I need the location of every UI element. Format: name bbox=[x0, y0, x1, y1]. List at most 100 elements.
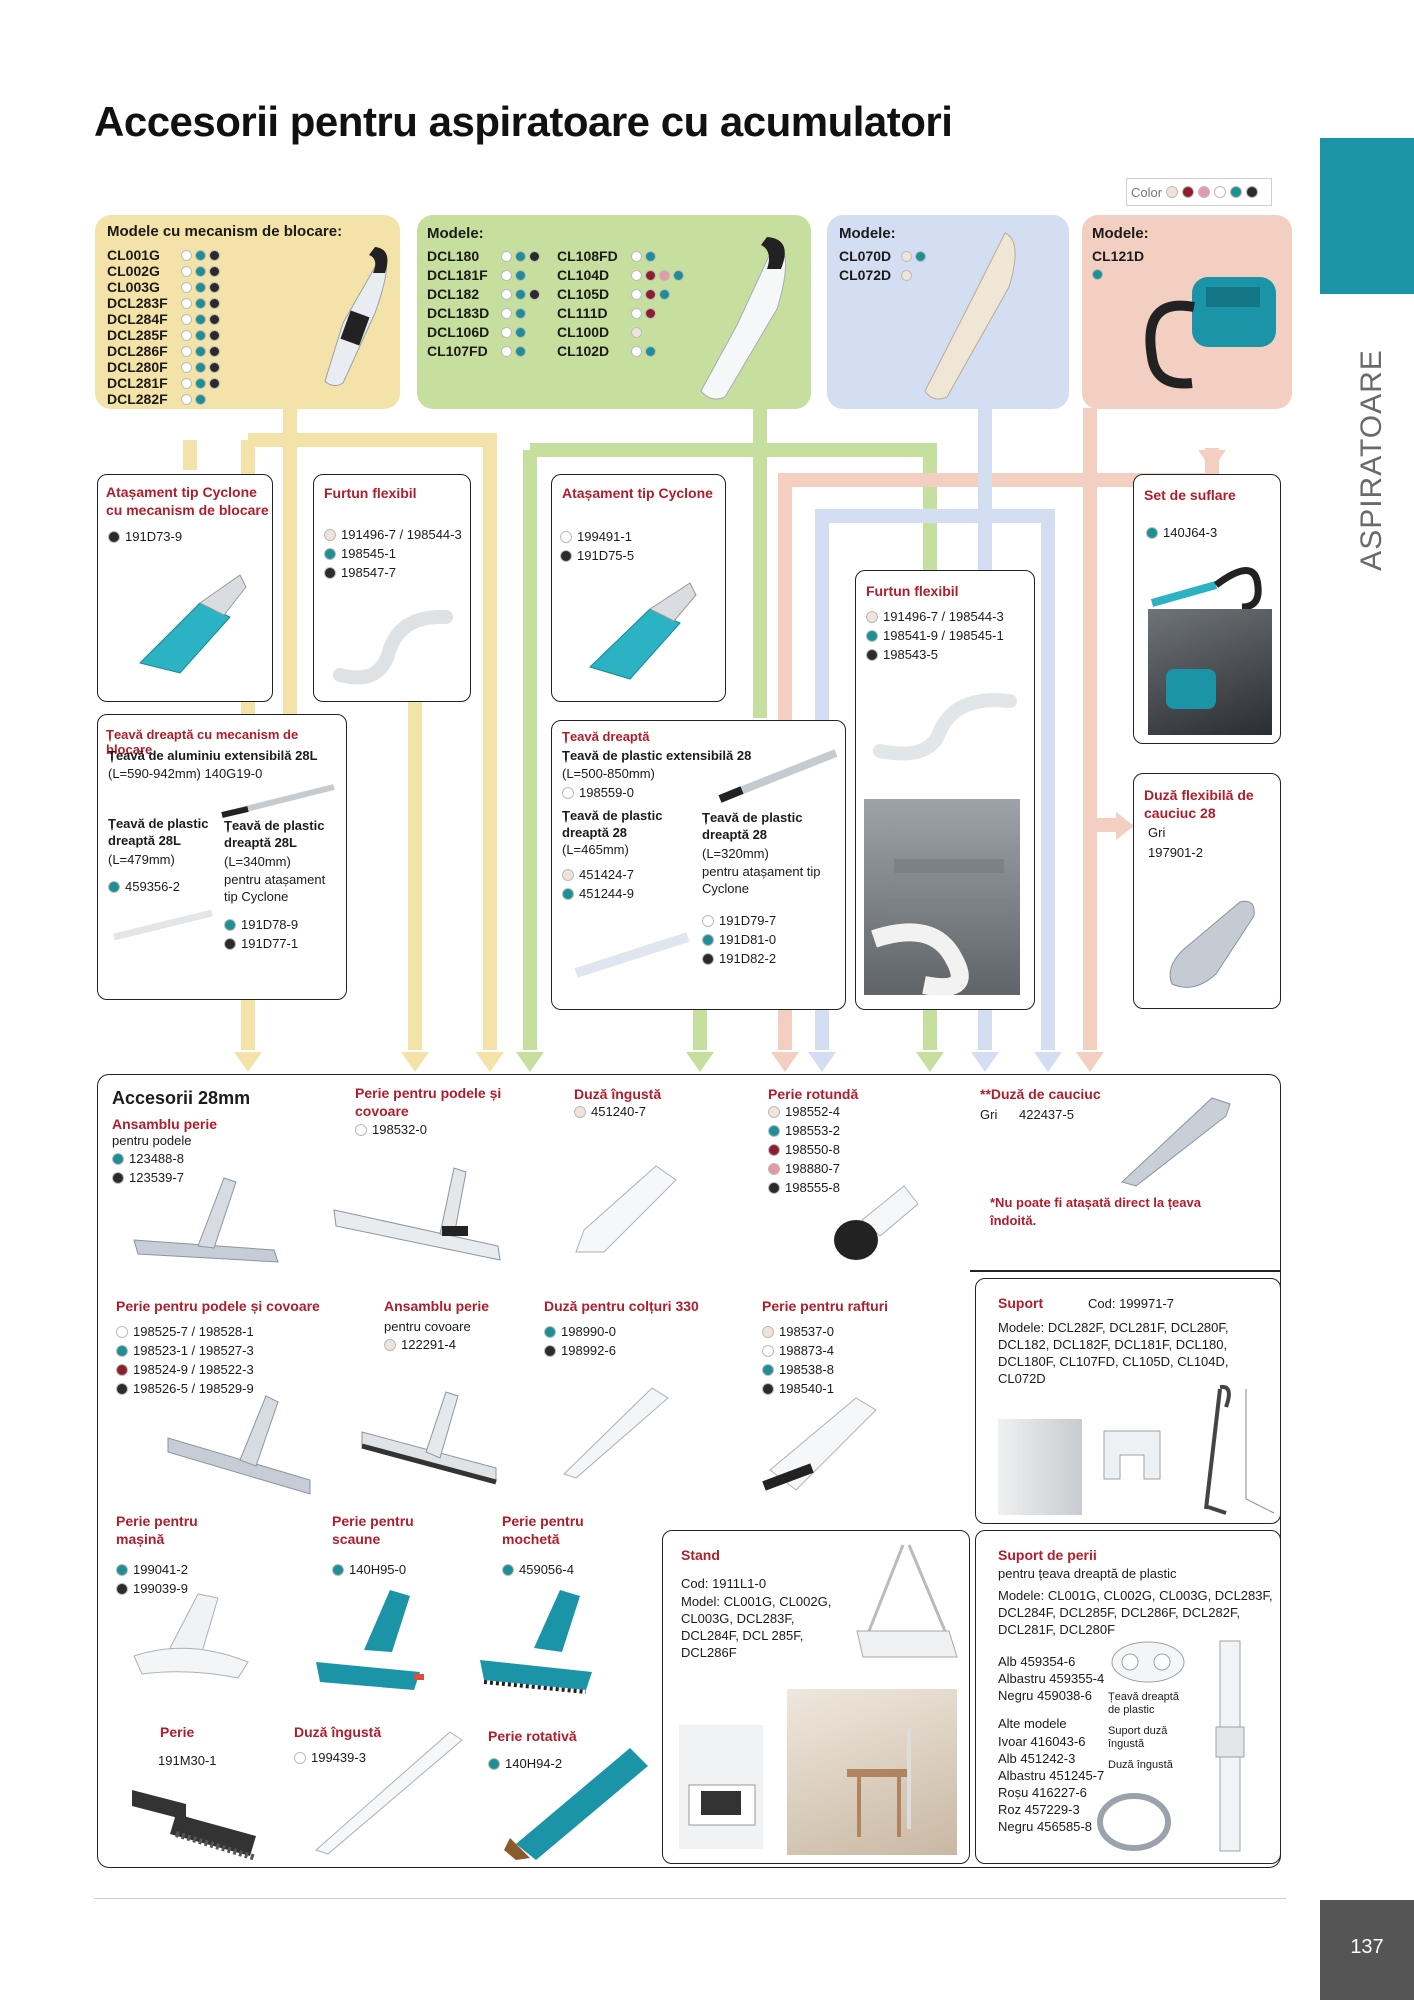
model-name: DCL283F bbox=[107, 295, 168, 311]
model-name: DCL280F bbox=[107, 359, 168, 375]
box-title: Duză flexibilă de cauciuc 28 bbox=[1144, 787, 1254, 821]
rotating-brush-image bbox=[504, 1748, 648, 1860]
shelf-brush-image bbox=[762, 1397, 877, 1491]
item-perie: Perie 191M30-1 bbox=[158, 1724, 217, 1768]
item-perie-podele: Perie pentru podele și covoare 198532-0 bbox=[355, 1085, 502, 1137]
model-name: DCL281F bbox=[107, 375, 168, 391]
color-swatch bbox=[1214, 186, 1227, 198]
item-name: Țeavă de plastic dreaptă 28 bbox=[702, 810, 803, 842]
page-number-box: 137 bbox=[1320, 1900, 1414, 2000]
models-panel-lock: Modele cu mecanism de blocare: CL001G CL… bbox=[95, 215, 400, 409]
model-name: CL108FD bbox=[557, 248, 618, 264]
item-duza-ingusta-2: Duză îngustă 199439-3 bbox=[294, 1724, 382, 1765]
models-list: CL108FD CL104D CL105D CL111D CL100D CL10… bbox=[557, 247, 684, 361]
box-title: Țeavă dreaptă cu mecanism de blocare bbox=[106, 727, 299, 757]
color-swatch bbox=[1230, 186, 1243, 198]
model-name: CL107FD bbox=[427, 343, 488, 359]
code-row: 191D73-9 bbox=[108, 527, 182, 546]
models-list: CL001G CL002G CL003G DCL283F DCL284F DCL… bbox=[107, 247, 220, 407]
item-perie-podele-2: Perie pentru podele și covoare 198525-7 … bbox=[116, 1298, 320, 1396]
stand-room-photo bbox=[787, 1689, 957, 1855]
floor-carpet-brush-image bbox=[167, 1395, 311, 1495]
code-row: 198559-0 bbox=[562, 783, 634, 802]
item-perie-masina: Perie pentru mașină 199041-2 199039-9 bbox=[116, 1513, 198, 1596]
section-color-tab bbox=[1320, 138, 1414, 294]
item-ansamblu-perie: Ansamblu perie pentru podele 123488-8 12… bbox=[112, 1116, 218, 1185]
vacuum-product-image bbox=[700, 237, 786, 400]
item-detail: (L=340mm) bbox=[224, 854, 291, 869]
product-code: 197901-2 bbox=[1148, 845, 1203, 860]
carpet-brush-image bbox=[361, 1391, 497, 1485]
item-detail: (L=500-850mm) bbox=[562, 766, 655, 781]
compatible-models: Model: CL001G, CL002G, CL003G, DCL283F, … bbox=[681, 1594, 832, 1660]
item-perie-rafturi: Perie pentru rafturi 198537-0 198873-4 1… bbox=[762, 1298, 889, 1396]
vacuum-product-image bbox=[324, 247, 388, 387]
aluminium-tube-image bbox=[221, 784, 335, 818]
item-detail: (L=320mm) bbox=[702, 846, 769, 861]
code-list: 451424-7 451244-9 bbox=[562, 865, 634, 903]
accessories-heading: Accesorii 28mm bbox=[112, 1088, 251, 1108]
models-list: CL121D bbox=[1092, 247, 1144, 285]
stand-detail-photo bbox=[679, 1725, 763, 1849]
box-teava-lock: Țeavă dreaptă cu mecanism de blocare Țea… bbox=[97, 714, 347, 1000]
code-row: 459356-2 bbox=[108, 877, 180, 896]
model-name: CL003G bbox=[107, 279, 160, 295]
model-name: CL104D bbox=[557, 267, 610, 283]
wall-mount-photo bbox=[998, 1419, 1082, 1515]
model-name: DCL284F bbox=[107, 311, 168, 327]
color-swatch bbox=[1246, 186, 1259, 198]
model-name: CL121D bbox=[1092, 248, 1145, 264]
item-note: pentru atașament tip Cyclone bbox=[224, 872, 326, 904]
model-name: CL001G bbox=[107, 247, 160, 263]
compatible-models: Modele: CL001G, CL002G, CL003G, DCL283F,… bbox=[998, 1588, 1273, 1637]
diagram-labels: Țeavă dreaptă de plastic Suport duză îng… bbox=[1108, 1691, 1179, 1771]
divider bbox=[970, 1270, 1281, 1272]
item-detail: (L=465mm) bbox=[562, 842, 629, 857]
plastic-tube-image bbox=[574, 932, 690, 978]
box-cyclone: Atașament tip Cyclone 199491-1 191D75-5 bbox=[551, 474, 726, 702]
code-list: 199491-1 191D75-5 bbox=[560, 527, 634, 565]
box-title: Set de suflare bbox=[1144, 487, 1236, 503]
item-name: Țeavă de plastic dreaptă 28L bbox=[224, 818, 325, 850]
color-legend: Color bbox=[1126, 178, 1272, 206]
model-name: CL100D bbox=[557, 324, 610, 340]
crevice-nozzle-image bbox=[575, 1165, 677, 1253]
code-row: 140J64-3 bbox=[1146, 523, 1217, 542]
flexible-hose-image bbox=[333, 609, 453, 685]
color-swatch bbox=[1182, 186, 1195, 198]
code-list: 191D79-7 191D81-0 191D82-2 bbox=[702, 911, 776, 968]
flexible-hose-image bbox=[873, 693, 1017, 761]
product-code: Cod: 1911L1-0 bbox=[681, 1576, 767, 1591]
color-codes-list: Alb 459354-6 Albastru 459355-4 Negru 459… bbox=[998, 1654, 1105, 1703]
round-brush-image bbox=[834, 1185, 919, 1260]
box-title: Suport de perii bbox=[998, 1547, 1097, 1563]
item-name: Țeavă de plastic dreaptă 28L bbox=[108, 816, 209, 848]
car-brush-image bbox=[133, 1593, 249, 1679]
vacuum-product-image bbox=[1145, 277, 1276, 389]
compatibility-note: *Nu poate fi atașată direct la țeava înd… bbox=[990, 1195, 1201, 1228]
other-models-list: Ivoar 416043-6 Alb 451242-3 Albastru 451… bbox=[998, 1734, 1105, 1834]
corner-nozzle-image bbox=[563, 1387, 669, 1479]
model-name: CL002G bbox=[107, 263, 160, 279]
cyclone-attachment-image bbox=[589, 582, 697, 680]
box-title: Suport bbox=[998, 1295, 1044, 1311]
color-swatch bbox=[1198, 186, 1211, 198]
model-name: DCL182 bbox=[427, 286, 480, 302]
vacuum-product-image bbox=[924, 232, 1016, 400]
item-perie-rotativa: Perie rotativă 140H94-2 bbox=[488, 1728, 577, 1771]
cyclone-attachment-image bbox=[139, 574, 247, 674]
page-title: Accesorii pentru aspiratoare cu acumulat… bbox=[94, 98, 953, 145]
brush-holder-ring-image bbox=[1097, 1793, 1171, 1851]
item-duza-cauciuc: **Duză de cauciuc Gri 422437-5 bbox=[980, 1086, 1101, 1122]
item-duza-ingusta: Duză îngustă 451240-7 bbox=[574, 1086, 662, 1119]
tube-with-holder-image bbox=[1215, 1640, 1245, 1852]
box-set-suflare: Set de suflare 140J64-3 bbox=[1133, 474, 1281, 744]
item-name: Țeavă de plastic dreaptă 28 bbox=[562, 808, 663, 840]
item-note: pentru atașament tip Cyclone bbox=[702, 864, 821, 896]
models-heading: Modele: bbox=[427, 225, 484, 242]
model-name: DCL183D bbox=[427, 305, 490, 321]
item-detail: (L=479mm) bbox=[108, 852, 175, 867]
bristle-brush-image bbox=[132, 1790, 257, 1860]
code-list: 191496-7 / 198544-3 198541-9 / 198545-1 … bbox=[866, 607, 1004, 664]
box-furtun-1: Furtun flexibil 191496-7 / 198544-3 1985… bbox=[313, 474, 471, 702]
